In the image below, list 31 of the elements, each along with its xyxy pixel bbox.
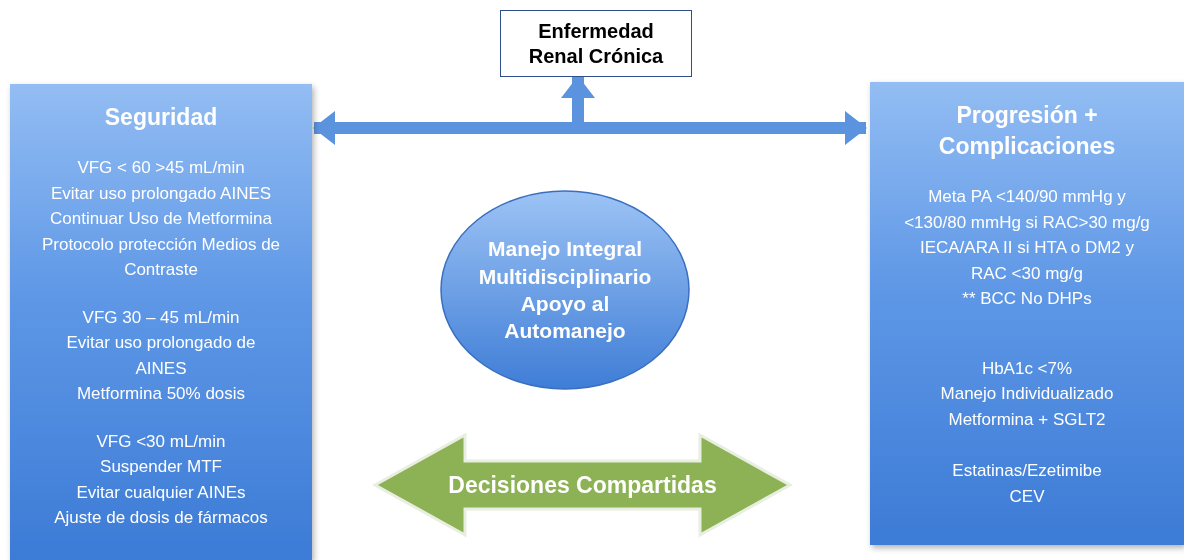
- panel-item: IECA/ARA II si HTA o DM2 y RAC <30 mg/g: [918, 237, 1136, 285]
- panel-item: Protocolo protección Medios de Contraste: [40, 233, 282, 282]
- panel-item: CEV: [1008, 485, 1046, 508]
- ellipse-node: [440, 190, 690, 390]
- info-panel: [10, 84, 312, 560]
- panel-item: Ajuste de dosis de fármacos: [53, 507, 269, 530]
- arrow-text: Decisiones Compartidas: [448, 471, 717, 499]
- panel-item: VFG <30 mL/min: [95, 430, 227, 453]
- panel-item: Metformina + SGLT2: [947, 408, 1107, 431]
- panel-item: VFG 30 – 45 mL/min: [81, 306, 241, 329]
- panel-item: Meta PA <140/90 mmHg y <130/80 mmHg si RAC>30 mg/g: [903, 186, 1151, 234]
- ellipse-text: Manejo Integral Multidisciplinario: [477, 236, 653, 290]
- panel-heading: Seguridad: [103, 103, 219, 132]
- panel-item: Continuar Uso de Metformina: [48, 208, 273, 231]
- panel-item: Evitar cualquier AINEs: [75, 481, 247, 504]
- panel-item: Suspender MTF: [99, 456, 223, 479]
- title-box: [500, 10, 692, 77]
- panel-item: Metformina 50% dosis: [75, 383, 247, 406]
- double-arrow-shape: [375, 435, 790, 535]
- panel-item: ** BCC No DHPs: [961, 288, 1093, 311]
- panel-item: Evitar uso prolongado AINES: [49, 182, 273, 205]
- ellipse-text: Apoyo al Automanejo: [503, 291, 627, 345]
- box-title: Enfermedad Renal Crónica: [527, 18, 665, 69]
- block-arrow: [313, 111, 867, 145]
- panel-item: VFG < 60 >45 mL/min: [76, 157, 246, 180]
- panel-item: Estatinas/Ezetimibe: [951, 460, 1103, 483]
- panel-item: HbA1c <7%: [980, 357, 1074, 380]
- panel-item: Evitar uso prolongado de AINES: [65, 332, 257, 380]
- panel-item: Manejo Individualizado: [939, 383, 1115, 406]
- info-panel: [870, 82, 1184, 545]
- panel-heading: Progresión + Complicaciones: [937, 101, 1117, 162]
